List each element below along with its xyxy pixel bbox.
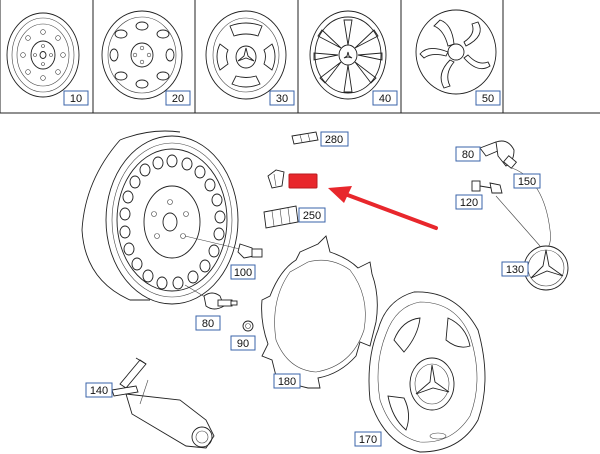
thumb-label-40[interactable]: 40	[372, 90, 398, 106]
callout-80-lower[interactable]: 80	[195, 315, 221, 331]
thumb-label-30-text: 30	[276, 93, 288, 105]
callout-120-text: 120	[460, 197, 478, 209]
callout-120[interactable]: 120	[455, 194, 483, 210]
callout-170-text: 170	[359, 434, 377, 446]
thumb-label-30[interactable]: 30	[269, 90, 295, 106]
callout-90-text: 90	[237, 338, 249, 350]
callout-130-text: 130	[506, 264, 524, 276]
retaining-ring[interactable]	[261, 235, 378, 389]
wheel-tool[interactable]	[111, 357, 215, 449]
thumbnail-steel-wheel[interactable]	[6, 12, 80, 98]
clip-weight[interactable]	[267, 169, 285, 189]
callout-100-text: 100	[234, 267, 252, 279]
thumbnail-hubcap-slots[interactable]	[101, 10, 183, 100]
thumb-label-20[interactable]: 20	[165, 90, 191, 106]
callout-130[interactable]: 130	[501, 261, 529, 277]
callout-150[interactable]: 150	[513, 173, 541, 189]
highlight-marker[interactable]	[288, 173, 318, 189]
callout-280-text: 280	[325, 134, 343, 146]
valve-stem-lower[interactable]	[184, 284, 238, 310]
callout-100[interactable]: 100	[230, 264, 256, 280]
red-pointer-arrow	[328, 186, 438, 230]
wheel-bolt[interactable]	[184, 235, 263, 259]
thumb-label-10-text: 10	[70, 93, 82, 105]
star-emblem[interactable]	[523, 245, 569, 291]
thumbnail-alloy-spoke[interactable]	[309, 10, 387, 100]
valve-stem-upper[interactable]	[479, 140, 518, 169]
callout-150-text: 150	[518, 176, 536, 188]
balance-weight-280[interactable]	[291, 131, 319, 145]
thumb-label-50-text: 50	[482, 93, 494, 105]
callout-180[interactable]: 180	[273, 373, 301, 389]
callout-80-upper-text: 80	[462, 149, 474, 161]
thumb-label-10[interactable]: 10	[63, 90, 89, 106]
callout-170[interactable]: 170	[354, 431, 382, 447]
callout-80-lower-text: 80	[202, 318, 214, 330]
thumbnail-strip	[0, 0, 600, 114]
callout-180-text: 180	[278, 376, 296, 388]
thumbnail-hubcap-star[interactable]	[205, 10, 287, 100]
callout-250-text: 250	[303, 210, 321, 222]
balance-weight-250[interactable]	[263, 205, 299, 229]
callout-250[interactable]: 250	[298, 207, 326, 223]
valve-cap[interactable]	[242, 320, 254, 332]
callout-90[interactable]: 90	[230, 335, 256, 351]
thumbnail-alloy-five-spoke[interactable]	[415, 9, 497, 95]
callout-80-upper[interactable]: 80	[455, 146, 481, 162]
callout-140-text: 140	[90, 385, 108, 397]
callout-140[interactable]: 140	[85, 382, 113, 398]
thumb-label-20-text: 20	[172, 93, 184, 105]
thumb-label-50[interactable]: 50	[475, 90, 501, 106]
bolt-120[interactable]	[471, 180, 503, 194]
hubcap-main[interactable]	[368, 291, 486, 453]
callout-280[interactable]: 280	[320, 131, 349, 147]
steel-wheel-rim[interactable]	[81, 130, 239, 305]
thumb-label-40-text: 40	[379, 93, 391, 105]
